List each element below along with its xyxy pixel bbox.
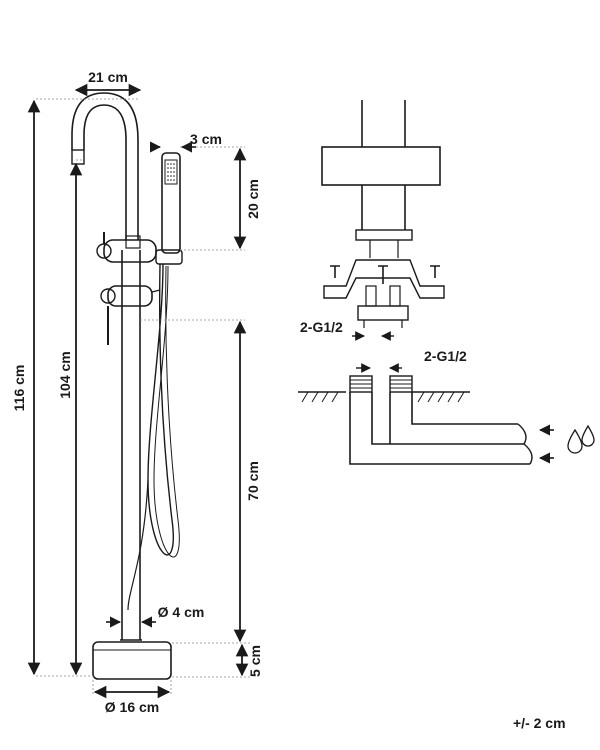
faucet-spout [83,104,127,240]
hand-shower [161,152,181,254]
label-base-height: 5 cm [247,645,263,677]
connector-body [321,146,441,186]
label-width-top: 21 cm [88,69,128,85]
label-lower-height: 70 cm [245,461,261,501]
mixer-handle [107,285,153,307]
mounting-bracket [323,259,445,299]
water-drops-icon [567,424,595,454]
label-handshower-width: 3 cm [190,131,222,147]
label-thread-bottom: 2-G1/2 [424,348,467,364]
connection-drawing [298,100,595,465]
supply-pipe-upper [411,392,518,425]
label-spout-height: 104 cm [57,351,73,398]
label-base-diameter: Ø 16 cm [105,699,159,715]
faucet-drawing [71,92,183,680]
guide-lines [36,98,250,695]
label-thread-top: 2-G1/2 [300,319,343,335]
spout-outlet [71,149,85,165]
faucet-base [92,641,172,680]
label-handshower-height: 20 cm [245,179,261,219]
supply-pipe-lower [349,392,530,465]
shower-hose [147,263,174,556]
shower-holder [155,249,183,265]
dimension-lines [27,83,249,699]
label-total-height: 116 cm [11,365,27,412]
label-tolerance: +/- 2 cm [513,715,566,731]
label-pipe-diameter: Ø 4 cm [158,604,205,620]
diverter-body [103,239,157,263]
